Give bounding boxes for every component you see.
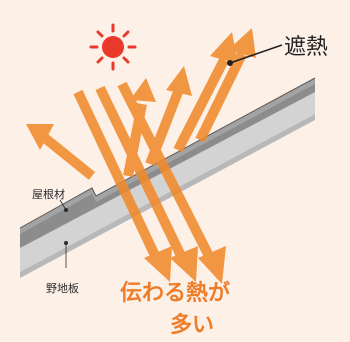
ray-reflect-far-right (195, 28, 256, 143)
top-label: 遮熱 (284, 35, 328, 60)
roof-material-highlight (20, 78, 315, 234)
roof-material-leader (59, 199, 68, 212)
caption-line1: 伝わる熱が (120, 280, 230, 306)
ray-reflect-right (173, 32, 238, 153)
sun-icon (89, 23, 137, 71)
top-label-leader (227, 44, 283, 66)
heat-rays (26, 28, 256, 284)
ray-reflect-mid-2 (145, 66, 192, 166)
ray-incoming-1 (73, 89, 172, 282)
sheathing-board-edge (20, 114, 315, 278)
caption-line2: 多い (170, 312, 214, 338)
roof-material-label: 屋根材 (32, 187, 65, 201)
ray-incoming-2 (95, 85, 198, 282)
ray-reflect-left (26, 124, 96, 180)
sheathing-label: 野地板 (46, 281, 79, 295)
sheathing-leader (64, 241, 68, 268)
ray-reflect-mid-1 (123, 78, 156, 177)
